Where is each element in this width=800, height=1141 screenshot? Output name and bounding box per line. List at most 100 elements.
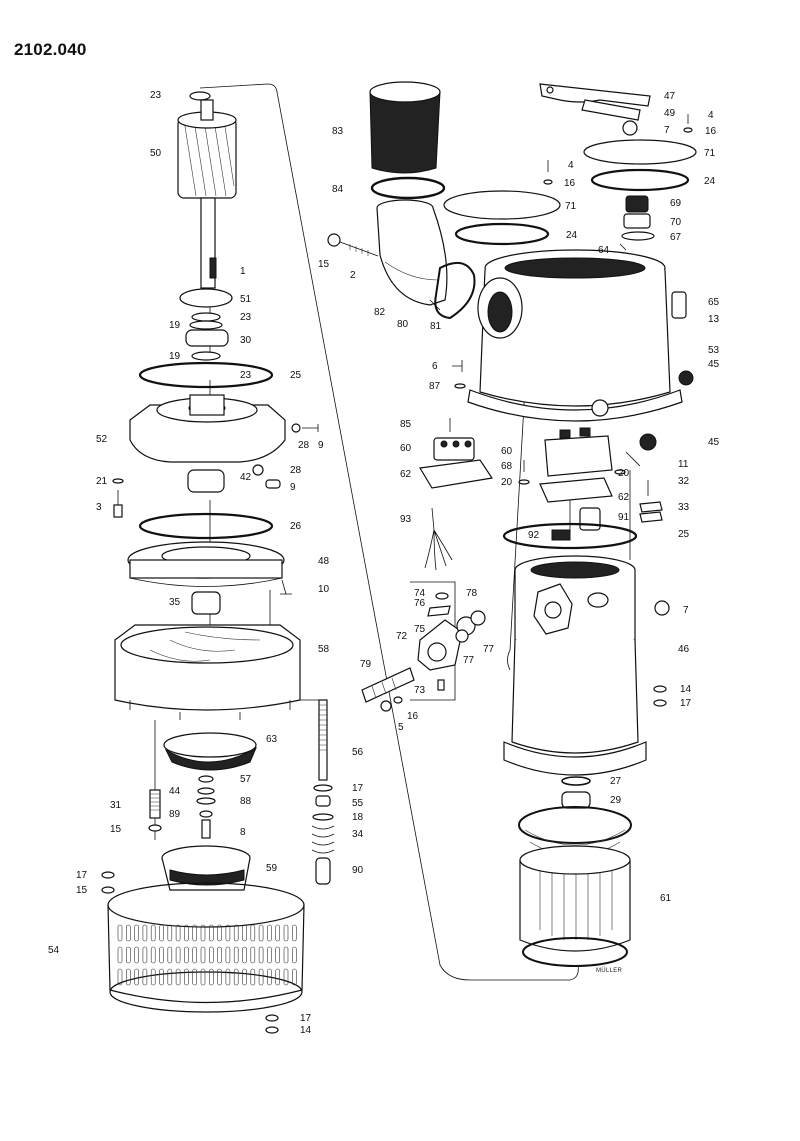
hose-83: [369, 81, 441, 174]
callout-label: 19: [169, 351, 181, 362]
nut-14-bottom: [265, 1026, 279, 1034]
bearing-42: [187, 469, 225, 493]
cable-gland-79: [361, 667, 415, 703]
shaft-1: [200, 197, 217, 289]
basket-slot: [150, 924, 156, 942]
callout-label: 10: [318, 584, 330, 595]
callout-label: 92: [528, 530, 540, 541]
washer-16-center: [543, 179, 553, 185]
washer-20-right: [614, 469, 626, 475]
cable-93: [424, 507, 453, 571]
callout-label: 45: [708, 359, 720, 370]
basket-slot: [258, 968, 264, 986]
stator-61: [518, 806, 632, 967]
basket-slot: [291, 968, 297, 986]
callout-label: 42: [240, 472, 252, 483]
terminal-block-60-left: [419, 437, 494, 489]
basket-slot: [225, 924, 231, 942]
callout-label: 13: [708, 314, 720, 325]
o-ring-25-left: [138, 361, 274, 389]
plug-5: [380, 700, 392, 712]
callout-label: 87: [429, 381, 441, 392]
callout-label: 28: [298, 440, 310, 451]
callout-label: 23: [240, 370, 252, 381]
basket-slot: [192, 924, 197, 942]
callout-label: 20: [501, 477, 513, 488]
callout-label: 25: [290, 370, 302, 381]
callout-label: 47: [664, 91, 676, 102]
callout-label: 17: [352, 783, 364, 794]
plug-45-lower: [639, 433, 657, 451]
callout-label: 93: [400, 514, 412, 525]
callout-label: 16: [407, 711, 419, 722]
callout-label: 46: [678, 644, 690, 655]
callout-label: 4: [568, 160, 574, 171]
o-ring-26: [138, 512, 274, 540]
rod-spring-stack: [311, 784, 335, 885]
callout-label: 83: [332, 126, 344, 137]
callout-label: 1: [240, 266, 246, 277]
callout-label: 16: [705, 126, 717, 137]
callout-label: 54: [48, 945, 60, 956]
washer-16-cable: [393, 696, 403, 704]
basket-slot: [209, 968, 214, 986]
callout-label: 80: [397, 319, 409, 330]
callout-label: 45: [708, 437, 720, 448]
callout-label: 5: [398, 722, 404, 733]
callout-label: 23: [150, 90, 162, 101]
callout-label: 78: [466, 588, 478, 599]
callout-label: 6: [432, 361, 438, 372]
bearing-29: [561, 791, 591, 809]
washer-17: [101, 871, 115, 879]
stator-housing-46: [503, 555, 647, 776]
o-ring-24-right: [590, 168, 690, 192]
basket-slot: [117, 968, 123, 986]
callout-label: 73: [414, 685, 426, 696]
callout-label: 82: [374, 307, 386, 318]
basket-slot: [209, 924, 214, 942]
callout-label: 81: [430, 321, 442, 332]
basket-slot: [167, 946, 173, 964]
callout-label: 16: [564, 178, 576, 189]
basket-slot: [267, 924, 272, 942]
ring-27: [561, 776, 591, 786]
screw-10: [280, 579, 292, 595]
callout-label: 50: [150, 148, 162, 159]
callout-label: 17: [76, 870, 88, 881]
plug-7-right: [654, 600, 670, 616]
callout-label: 61: [660, 893, 672, 904]
seal-35: [191, 591, 221, 615]
callout-label: 77: [483, 644, 495, 655]
callout-label: 76: [414, 598, 426, 609]
callout-label: 68: [501, 461, 513, 472]
nut-15: [101, 886, 115, 894]
callout-label: 71: [565, 201, 577, 212]
clip-33: [639, 501, 663, 513]
artist-signature: MÜLLER: [596, 967, 623, 974]
callout-label: 17: [680, 698, 692, 709]
callout-label: 19: [169, 320, 181, 331]
basket-slot: [192, 968, 197, 986]
callout-label: 15: [110, 824, 122, 835]
terminal-block-60-right: [539, 427, 613, 503]
basket-slot: [258, 924, 264, 942]
callout-label: 14: [680, 684, 692, 695]
callout-label: 44: [169, 786, 181, 797]
callout-label: 65: [708, 297, 720, 308]
callout-label: 24: [566, 230, 578, 241]
bolt-3: [112, 478, 124, 518]
callout-label: 59: [266, 863, 278, 874]
cover-plate-71-right: [583, 139, 697, 165]
callout-label: 11: [678, 459, 689, 470]
basket-slot: [159, 924, 164, 942]
basket-slot: [159, 946, 164, 964]
basket-slot: [192, 946, 197, 964]
callout-label: 49: [664, 108, 676, 119]
washer-17-right: [653, 699, 667, 707]
callout-label: 60: [501, 446, 513, 457]
nut-14-right: [653, 685, 667, 693]
screw-9-upper: [291, 423, 319, 433]
basket-slot: [209, 946, 214, 964]
